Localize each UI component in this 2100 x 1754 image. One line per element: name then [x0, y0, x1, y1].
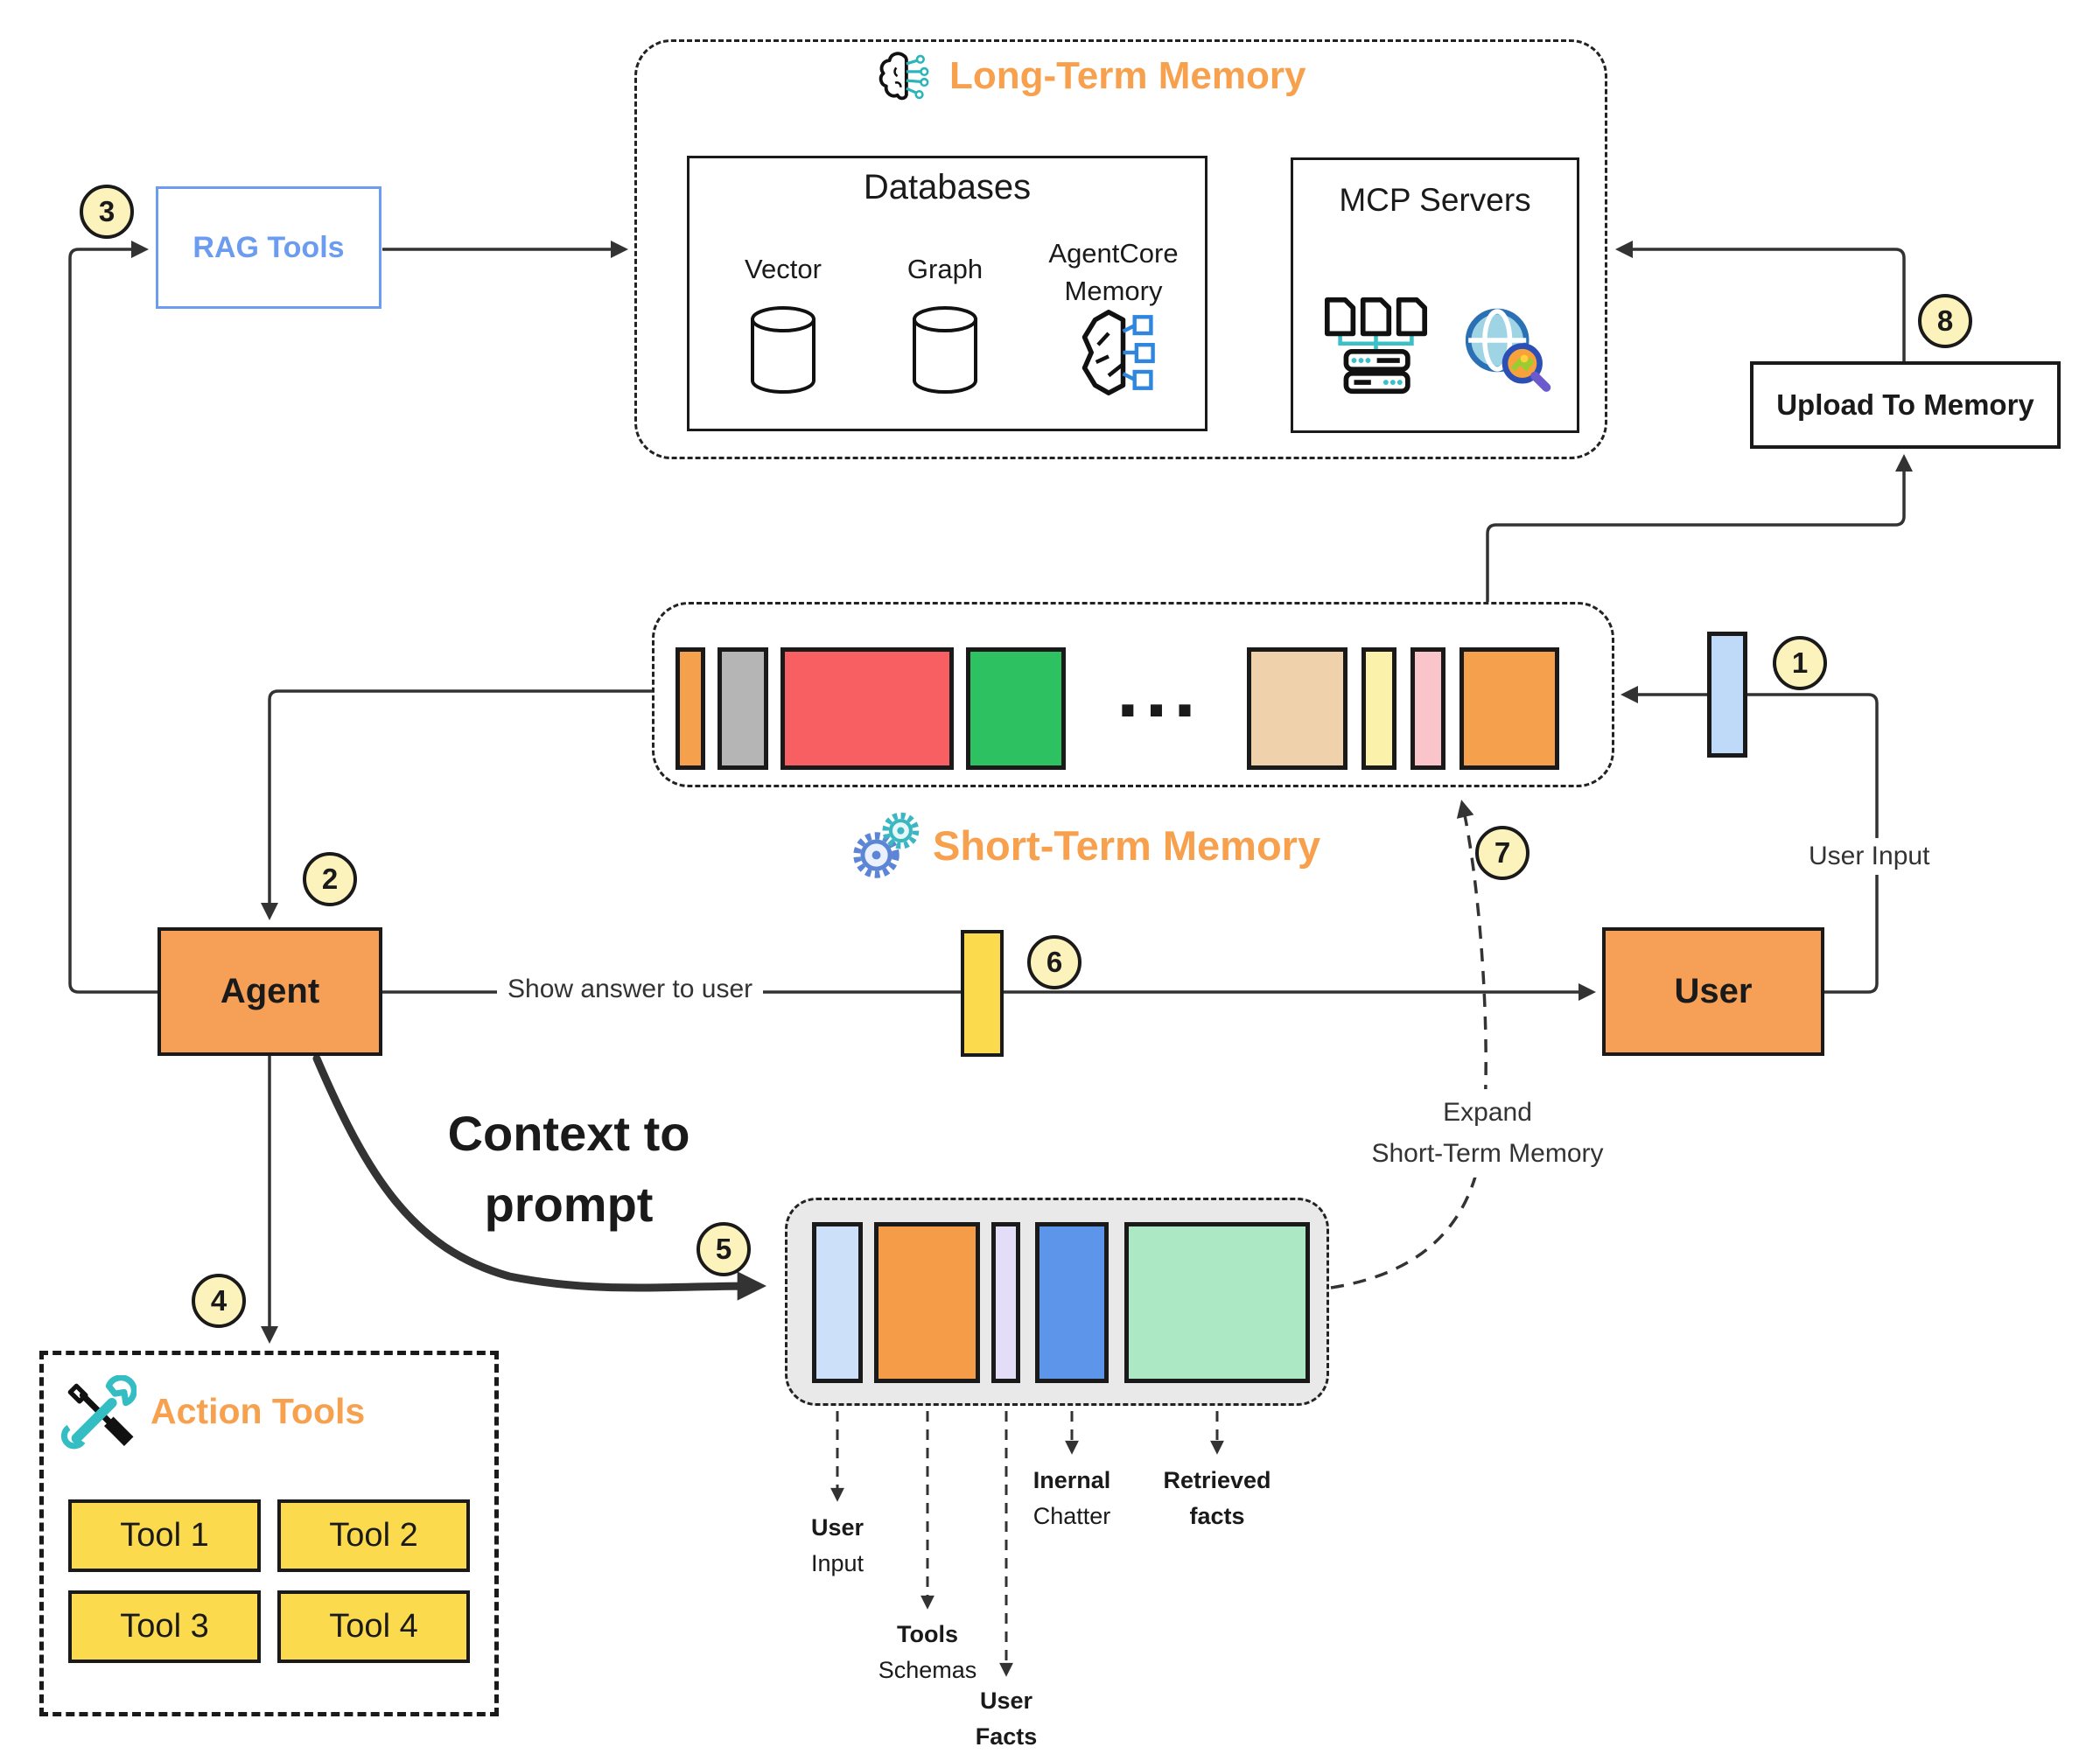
mcp-servers-box: [1291, 157, 1579, 433]
mcp-servers-title: MCP Servers: [1339, 182, 1531, 218]
edge-label-user-input: User Input: [1798, 838, 1941, 875]
stm-token: [1410, 647, 1446, 770]
step-marker-4: 4: [192, 1274, 246, 1328]
step-marker-3: 3: [80, 185, 134, 239]
brain-circuit-icon: [875, 48, 931, 104]
mcp-files-server-icon: [1321, 293, 1431, 398]
agentcore-memory-icon: [1063, 304, 1164, 401]
prompt-token-tools-schemas: [874, 1222, 980, 1383]
step-marker-6: 6: [1027, 935, 1082, 989]
stm-token: [718, 647, 768, 770]
vector-db-label: Vector: [745, 254, 822, 284]
step-marker-5: 5: [696, 1222, 751, 1276]
prompt-token-retrieved-facts: [1124, 1222, 1310, 1383]
action-tools-title: Action Tools: [150, 1390, 366, 1431]
short-term-memory-title: Short-Term Memory: [933, 821, 1321, 869]
prompt-label-retrieved-facts: Retrieved facts: [1163, 1467, 1271, 1529]
prompt-token-internal-chatter: [1035, 1222, 1109, 1383]
edge-label-expand-stm: Expand Short-Term Memory: [1343, 1089, 1632, 1177]
gears-icon: [850, 809, 922, 881]
agentcore-memory-label: AgentCore Memory: [1048, 238, 1179, 307]
edge-label-show-answer: Show answer to user: [497, 971, 764, 1008]
graph-db-label: Graph: [906, 254, 984, 284]
prompt-label-user-input: User Input: [810, 1514, 864, 1576]
step-marker-7: 7: [1475, 826, 1530, 880]
long-term-memory-container: [634, 39, 1607, 459]
vector-database-icon: [739, 302, 827, 398]
user-node: User: [1602, 927, 1824, 1056]
wrench-screwdriver-icon: [60, 1374, 137, 1452]
databases-title: Databases: [863, 168, 1032, 206]
rag-tools-node: RAG Tools: [156, 186, 382, 309]
step-marker-8: 8: [1918, 294, 1972, 348]
prompt-label-tools-schemas: Tools Schemas: [878, 1621, 977, 1683]
tool-1-button: Tool 1: [68, 1499, 261, 1572]
stm-token: [1362, 647, 1396, 770]
stm-token: [966, 647, 1066, 770]
upload-to-memory-node: Upload To Memory: [1750, 361, 2061, 449]
stm-token: [780, 647, 954, 770]
stm-token: [676, 647, 705, 770]
stm-token: [1247, 647, 1348, 770]
long-term-memory-title: Long-Term Memory: [949, 54, 1306, 97]
user-input-token: [1707, 632, 1747, 758]
prompt-label-user-facts: User Facts: [975, 1688, 1038, 1750]
short-term-memory-container: [652, 602, 1614, 787]
step-marker-2: 2: [303, 852, 357, 906]
graph-database-icon: [901, 302, 989, 398]
prompt-token-user-input: [812, 1222, 863, 1383]
answer-token: [961, 930, 1004, 1057]
prompt-token-user-facts: [991, 1222, 1020, 1383]
prompt-label-internal-chatter: Inernal Chatter: [1032, 1467, 1111, 1529]
web-search-icon: [1457, 302, 1553, 398]
tool-4-button: Tool 4: [277, 1590, 470, 1663]
stm-ellipsis: ...: [1116, 645, 1202, 734]
edge-label-context-to-prompt: Context to prompt: [447, 1106, 690, 1233]
tool-3-button: Tool 3: [68, 1590, 261, 1663]
stm-token: [1460, 647, 1559, 770]
tool-2-button: Tool 2: [277, 1499, 470, 1572]
step-marker-1: 1: [1773, 636, 1827, 690]
agent-node: Agent: [158, 927, 382, 1056]
action-tools-container: [39, 1351, 499, 1716]
